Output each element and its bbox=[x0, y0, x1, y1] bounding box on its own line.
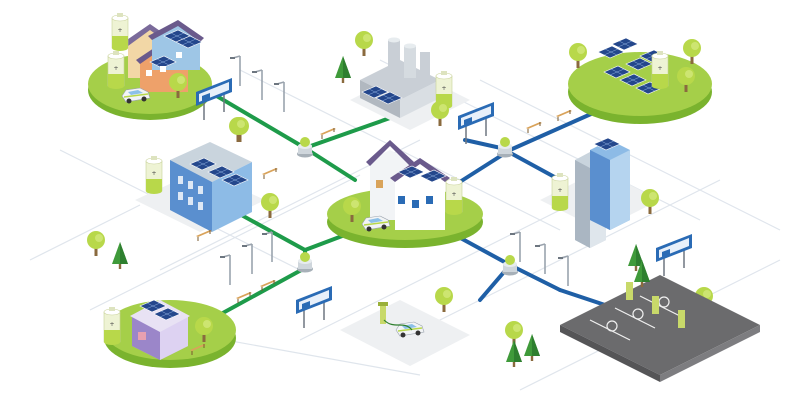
background-road-lines bbox=[29, 59, 781, 391]
office-building bbox=[135, 117, 279, 242]
parking-lot bbox=[560, 233, 760, 382]
shop-island bbox=[103, 299, 236, 368]
central-home-hub bbox=[327, 140, 483, 248]
solar-farm-island bbox=[568, 37, 712, 124]
residential-houses-island bbox=[88, 12, 233, 121]
ev-charging-lot bbox=[295, 285, 470, 366]
city-towers bbox=[540, 137, 660, 248]
ev-chargers bbox=[626, 282, 685, 328]
factory-island bbox=[335, 31, 495, 145]
